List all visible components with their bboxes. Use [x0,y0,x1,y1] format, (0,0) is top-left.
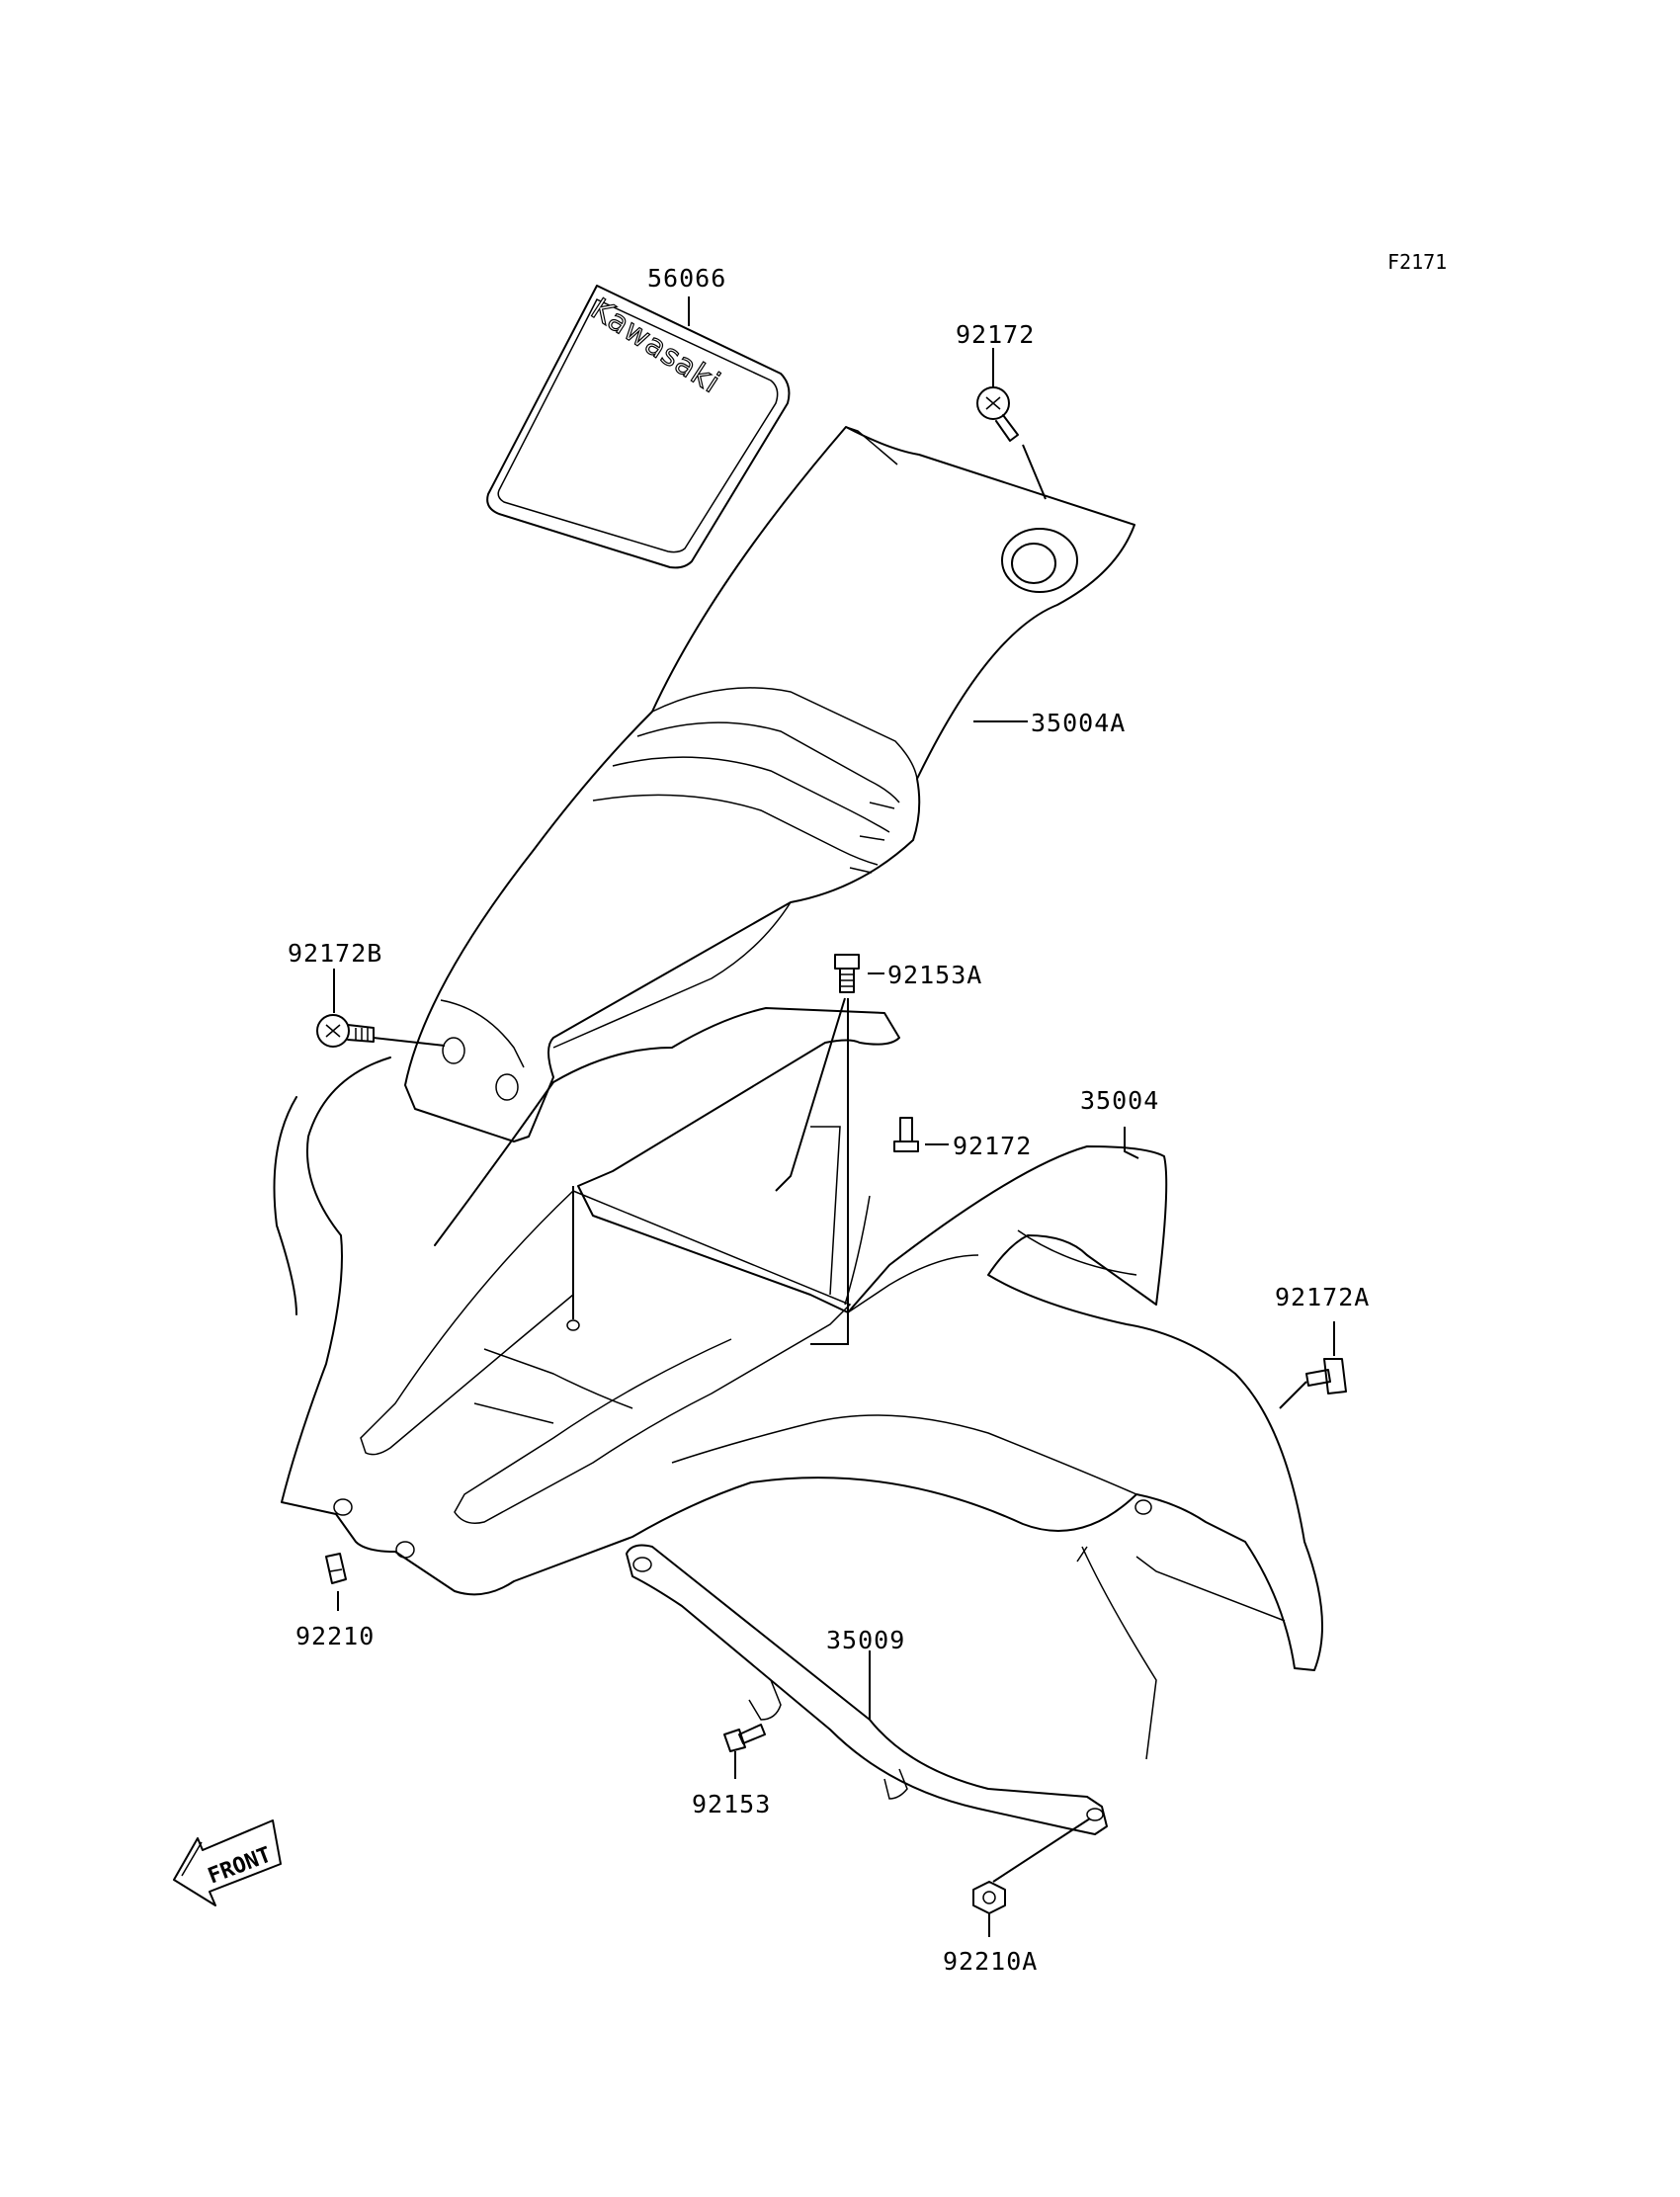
label-56066: 56066 [647,264,726,293]
label-92153: 92153 [692,1790,771,1818]
bolt-92172-top [976,386,1019,442]
kawasaki-brand-text: Kawasaki [585,292,726,400]
clip-92210 [325,1553,347,1584]
front-label: FRONT [205,1843,275,1890]
cover-35004A [404,426,1135,1142]
label-35004A: 35004A [1031,709,1126,737]
figure-number: F2171 [1387,250,1447,274]
bolt-92172B [316,1014,375,1048]
bolt-92172A [1305,1358,1347,1394]
fender-35004 [273,1007,1323,1760]
label-35009: 35009 [826,1626,905,1654]
nut-92210A [972,1881,1006,1914]
leader-lines [333,296,1335,1937]
label-92210: 92210 [295,1622,375,1650]
front-arrow-indicator: FRONT [173,1819,282,1906]
label-92172A: 92172A [1275,1283,1370,1311]
label-35004: 35004 [1080,1086,1159,1115]
label-92172-mid: 92172 [953,1132,1032,1160]
bolt-92153A [834,954,860,993]
bolt-92172-mid [893,1117,919,1152]
decal-56066: Kawasaki [486,285,791,569]
label-92153A: 92153A [887,961,982,989]
label-92172B: 92172B [288,939,382,968]
bracket-35009 [626,1544,1108,1835]
bolt-92153 [723,1724,766,1752]
label-92210A: 92210A [943,1947,1038,1976]
label-92172-top: 92172 [956,320,1035,349]
